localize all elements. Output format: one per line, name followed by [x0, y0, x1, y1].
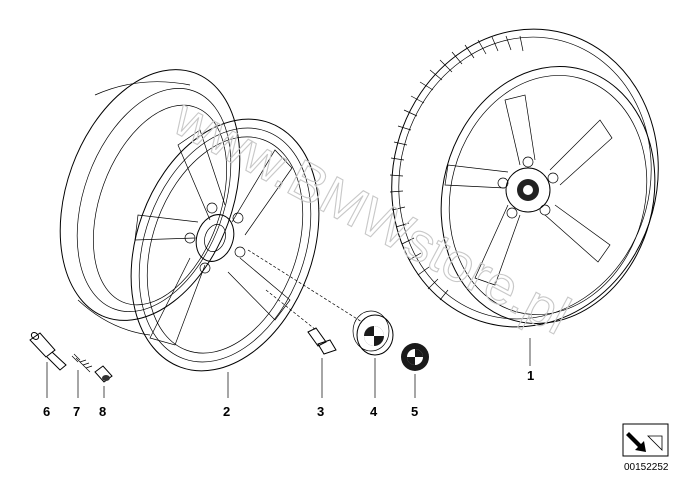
- part-label-1: 1: [527, 368, 534, 383]
- emblem-drawing: [401, 343, 429, 371]
- wheel-bolt-drawing: [307, 327, 337, 355]
- complete-wheel-drawing: [389, 28, 659, 328]
- part-label-8: 8: [99, 404, 106, 419]
- part-label-3: 3: [317, 404, 324, 419]
- part-label-2: 2: [223, 404, 230, 419]
- part-label-4: 4: [370, 404, 378, 419]
- valve-drawing: [29, 332, 67, 371]
- reference-number: 00152252: [624, 462, 669, 473]
- next-page-arrow-icon[interactable]: [622, 423, 669, 457]
- valve-insert-drawing: [71, 353, 93, 373]
- leader-lines: [46, 249, 531, 398]
- hub-cap-drawing: [352, 310, 394, 356]
- rim-drawing: [59, 69, 320, 372]
- part-label-6: 6: [43, 404, 50, 419]
- part-label-5: 5: [411, 404, 418, 419]
- part-label-7: 7: [73, 404, 80, 419]
- valve-cap-drawing: [94, 365, 113, 383]
